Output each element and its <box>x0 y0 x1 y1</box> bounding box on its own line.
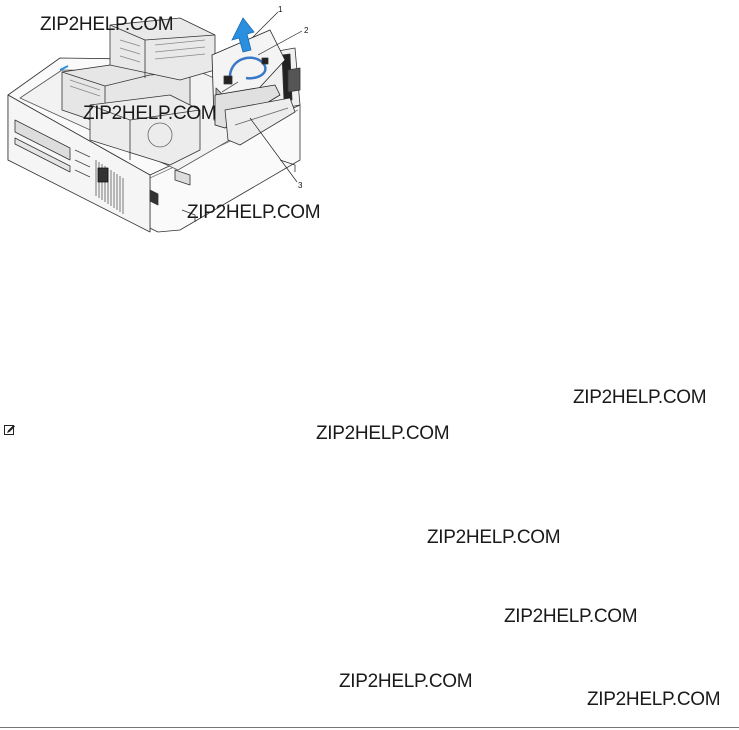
callout-3: 3 <box>298 181 303 190</box>
callout-2: 2 <box>304 26 309 35</box>
watermark: ZIP2HELP.COM <box>504 606 638 627</box>
watermark: ZIP2HELP.COM <box>316 423 450 444</box>
lift-arrow-icon <box>231 17 255 53</box>
footer-rule <box>0 727 739 728</box>
watermark: ZIP2HELP.COM <box>187 202 321 223</box>
note-pencil-icon <box>4 425 15 435</box>
callout-1: 1 <box>278 5 283 14</box>
watermark: ZIP2HELP.COM <box>40 14 174 35</box>
watermark: ZIP2HELP.COM <box>573 387 707 408</box>
watermark: ZIP2HELP.COM <box>339 671 473 692</box>
watermark: ZIP2HELP.COM <box>427 527 561 548</box>
chassis-illustration <box>7 11 303 233</box>
watermark: ZIP2HELP.COM <box>587 689 721 710</box>
watermark: ZIP2HELP.COM <box>83 103 217 124</box>
front-panel <box>7 94 151 233</box>
